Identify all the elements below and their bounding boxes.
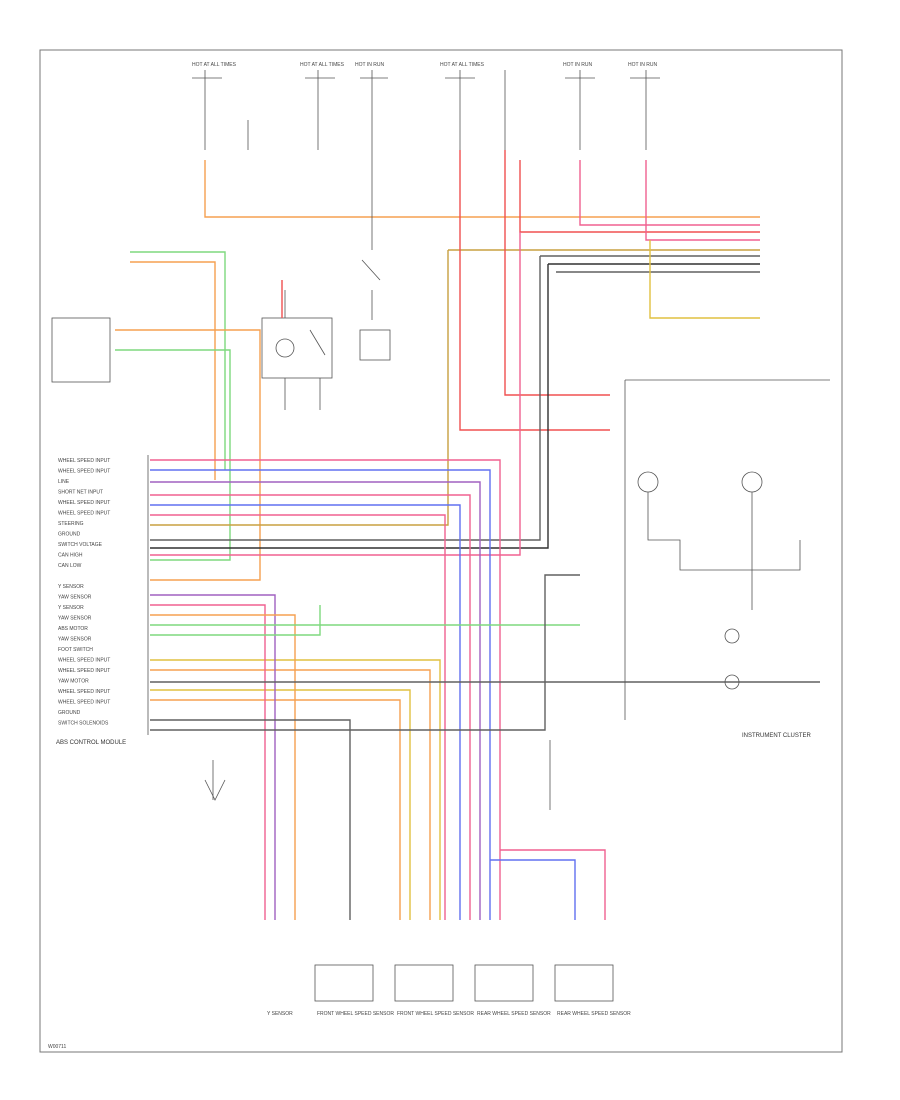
sensor-label: REAR WHEEL SPEED SENSOR bbox=[557, 1011, 631, 1017]
pin-label: WHEEL SPEED INPUT bbox=[58, 658, 110, 664]
sensor-label: FRONT WHEEL SPEED SENSOR bbox=[397, 1011, 474, 1017]
connector-label-1: HOT AT ALL TIMES bbox=[192, 62, 237, 68]
sensor: REAR WHEEL SPEED SENSOR bbox=[474, 964, 551, 1017]
sensor: FRONT WHEEL SPEED SENSOR bbox=[314, 964, 394, 1017]
pin-label: Y SENSOR bbox=[58, 605, 84, 611]
module-pin-labels: WHEEL SPEED INPUT WHEEL SPEED INPUT LINE SH… bbox=[58, 458, 110, 727]
relay-box bbox=[51, 317, 111, 383]
sensor: Y SENSOR bbox=[267, 1011, 293, 1017]
pin-label: CAN LOW bbox=[58, 563, 82, 569]
module-output-wires bbox=[150, 459, 820, 920]
pin-label: YAW MOTOR bbox=[58, 679, 89, 685]
sensor-label: REAR WHEEL SPEED SENSOR bbox=[477, 1011, 551, 1017]
pin-label: YAW SENSOR bbox=[58, 595, 92, 601]
module-name: ABS CONTROL MODULE bbox=[56, 740, 126, 746]
sensor: FRONT WHEEL SPEED SENSOR bbox=[394, 964, 474, 1017]
pin-label: GROUND bbox=[58, 532, 81, 538]
pin-label: YAW SENSOR bbox=[58, 637, 92, 643]
pin-label: SWITCH SOLENOIDS bbox=[58, 721, 109, 727]
pin-label: Y SENSOR bbox=[58, 584, 84, 590]
pin-label: FOOT SWITCH bbox=[58, 647, 93, 653]
vertical-harness bbox=[150, 150, 610, 556]
pin-label: LINE bbox=[58, 479, 70, 485]
connector-label-5: HOT IN RUN bbox=[563, 62, 592, 68]
pin-label: SWITCH VOLTAGE bbox=[58, 542, 103, 548]
switch-block bbox=[261, 290, 333, 410]
top-fuses bbox=[192, 70, 660, 150]
sensor-label: Y SENSOR bbox=[267, 1011, 293, 1017]
pin-label: WHEEL SPEED INPUT bbox=[58, 668, 110, 674]
sensor: REAR WHEEL SPEED SENSOR bbox=[554, 964, 631, 1017]
connector-label-6: HOT IN RUN bbox=[628, 62, 657, 68]
ground-symbols bbox=[204, 740, 551, 810]
footer-code: W00711 bbox=[48, 1044, 66, 1050]
pin-label: STEERING bbox=[58, 521, 84, 527]
pin-label: WHEEL SPEED INPUT bbox=[58, 689, 110, 695]
left-feed-wires bbox=[115, 251, 261, 581]
sensor-feed-wires bbox=[490, 849, 606, 920]
pin-label: WHEEL SPEED INPUT bbox=[58, 458, 110, 464]
pin-label: ABS MOTOR bbox=[58, 626, 88, 632]
pin-label: WHEEL SPEED INPUT bbox=[58, 469, 110, 475]
bus-lines bbox=[204, 160, 760, 319]
connector-label-2: HOT AT ALL TIMES bbox=[300, 62, 345, 68]
pin-label: SHORT NET INPUT bbox=[58, 490, 103, 496]
top-connector-labels: HOT AT ALL TIMES HOT AT ALL TIMES HOT IN… bbox=[192, 62, 657, 68]
stop-lamp-switch bbox=[359, 150, 391, 361]
pin-label: GROUND bbox=[58, 710, 81, 716]
cluster-label: INSTRUMENT CLUSTER bbox=[742, 733, 812, 739]
connector-label-4: HOT AT ALL TIMES bbox=[440, 62, 485, 68]
pin-label: YAW SENSOR bbox=[58, 616, 92, 622]
instrument-cluster bbox=[624, 379, 830, 720]
pin-label: WHEEL SPEED INPUT bbox=[58, 511, 110, 517]
sensor-label: FRONT WHEEL SPEED SENSOR bbox=[317, 1011, 394, 1017]
connector-label-3: HOT IN RUN bbox=[355, 62, 384, 68]
pin-label: CAN HIGH bbox=[58, 553, 83, 559]
abs-module: ABS CONTROL MODULE bbox=[56, 455, 149, 746]
diagram-frame bbox=[39, 49, 843, 1053]
pin-label: WHEEL SPEED INPUT bbox=[58, 500, 110, 506]
pin-label: WHEEL SPEED INPUT bbox=[58, 700, 110, 706]
